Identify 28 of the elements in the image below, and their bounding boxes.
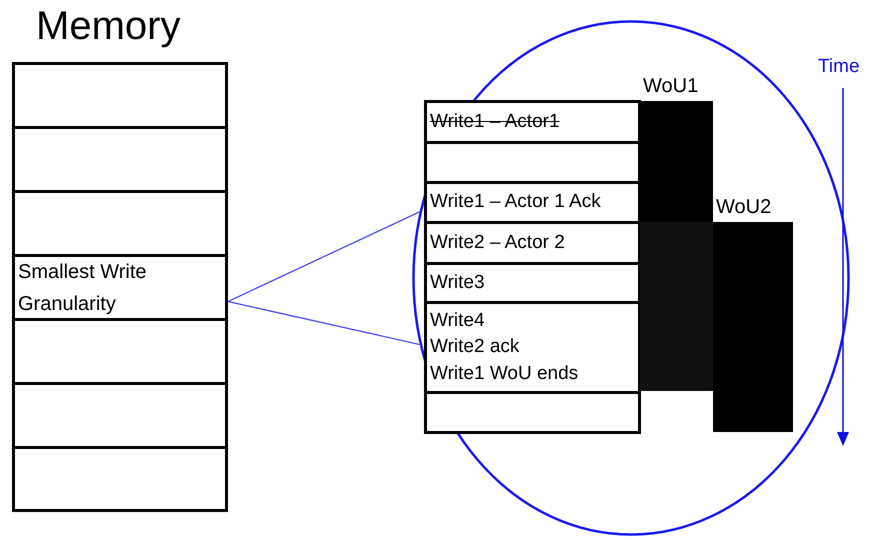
memory-cell <box>424 262 641 304</box>
memory-cell <box>12 382 228 449</box>
memory-cell <box>424 301 641 394</box>
bar-label: WoU1 <box>642 74 700 99</box>
memory-cell <box>12 254 228 321</box>
bar-label: WoU2 <box>715 195 772 220</box>
zoom-line <box>228 210 422 302</box>
memory-cell <box>424 141 641 184</box>
zoom-line <box>228 300 422 346</box>
axis-label: Time <box>818 56 860 78</box>
memory-cell <box>12 446 228 512</box>
cell-text: Write1 – Actor1 <box>430 110 561 134</box>
memory-cell <box>424 391 641 434</box>
cell-text: Write2 ack <box>430 335 520 360</box>
memory-cell <box>424 221 641 265</box>
memory-cell <box>424 100 641 144</box>
cell-text: Smallest Write Granularity <box>18 260 148 316</box>
cell-text: Write1 – Actor 1 Ack <box>430 190 602 214</box>
cell-text: Write3 <box>430 270 486 295</box>
memory-cell <box>12 62 228 129</box>
memory-cell <box>424 181 641 224</box>
cell-text: Write1 WoU ends <box>430 362 580 386</box>
memory-cell <box>12 190 228 257</box>
memory-cell <box>12 126 228 193</box>
memory-cell <box>12 318 228 385</box>
cell-text: Write4 <box>430 308 486 333</box>
cell-text: Write2 – Actor 2 <box>430 230 566 255</box>
diagram-title: Memory <box>36 4 180 49</box>
